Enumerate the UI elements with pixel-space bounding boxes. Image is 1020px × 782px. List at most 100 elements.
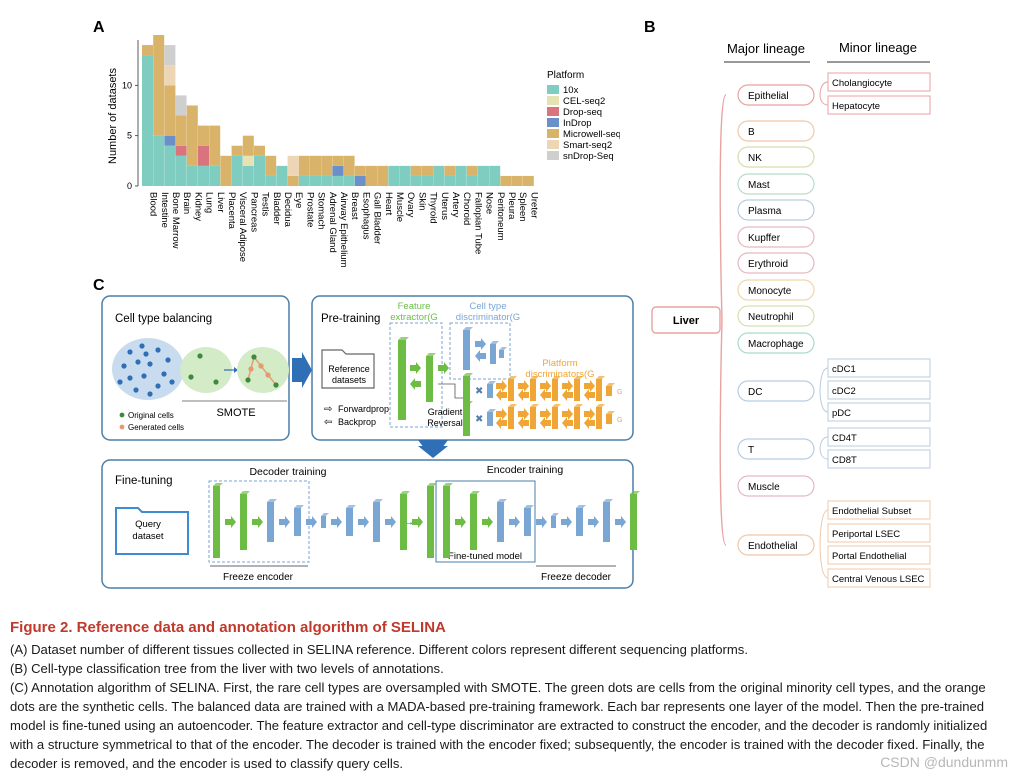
caption-title: Figure 2. Reference data and annotation …	[10, 619, 446, 636]
model-layer	[576, 508, 583, 536]
major-label: Plasma	[748, 206, 782, 217]
forwardprop-label: Forwardprop	[338, 404, 389, 414]
model-layer-top	[630, 491, 640, 494]
forward-arrow	[358, 516, 369, 528]
model-layer	[373, 502, 380, 542]
liver-cell-type-tree: B Major lineage Minor lineage LiverEpith…	[644, 19, 931, 588]
minor-node	[827, 523, 931, 543]
bar-segment	[500, 175, 512, 186]
legend-original-dot	[119, 412, 125, 418]
bar-segment	[455, 165, 467, 186]
bar-segment	[265, 175, 277, 186]
minor-node	[827, 380, 931, 400]
gradient-reversal-label-1: Gradient	[428, 407, 463, 417]
forward-arrow	[562, 380, 573, 392]
bar-segment	[444, 165, 456, 176]
majority-cell	[139, 343, 145, 349]
bar-segment	[276, 165, 288, 186]
bar-segment	[287, 175, 299, 186]
legend-swatch	[547, 85, 559, 94]
finetuned-model-label: Fine-tuned model	[448, 551, 522, 562]
model-layer	[321, 516, 326, 528]
minor-node	[827, 72, 931, 92]
major-node	[737, 252, 815, 274]
platform-disc-label: Platform	[542, 358, 577, 369]
platform-output-top	[606, 383, 615, 386]
majority-cell	[161, 371, 167, 377]
stage-arrow-icon: →	[404, 516, 415, 528]
major-label: Mast	[748, 180, 770, 191]
celltype-output-top	[499, 347, 507, 350]
forward-arrow	[475, 338, 486, 350]
forward-arrow-icon: ⇨	[324, 404, 332, 415]
bar-segment	[175, 115, 187, 146]
major-node	[737, 305, 815, 327]
x-tick-label: Airway Epithelium	[338, 192, 349, 268]
finetuning-title: Fine-tuning	[115, 475, 173, 487]
bar-segment	[466, 165, 478, 176]
minor-node	[827, 545, 931, 565]
bar-segment	[220, 155, 232, 186]
minor-bracket	[819, 436, 829, 460]
platform-layer	[596, 407, 602, 429]
celltype-layer	[490, 344, 496, 364]
x-tick-label: Fallopian Tube	[472, 192, 483, 254]
celltype-output	[499, 350, 504, 358]
panel-a-label: A	[93, 19, 105, 36]
backward-arrow	[540, 417, 551, 429]
platform-input-layer	[463, 376, 470, 408]
model-layer	[213, 486, 220, 558]
forward-arrow	[412, 516, 423, 528]
bar-segment	[164, 65, 176, 86]
x-tick-label: Thyroid	[428, 192, 439, 224]
forward-arrow	[536, 516, 547, 528]
bar-segment	[332, 155, 344, 166]
bar-segment	[153, 35, 165, 136]
bar-segment	[198, 145, 209, 166]
bar-segment	[422, 165, 433, 176]
root-node	[651, 306, 721, 334]
x-tick-label: Artery	[450, 192, 461, 218]
figure-caption: Figure 2. Reference data and annotation …	[10, 618, 1010, 773]
x-tick-label: Ureter	[528, 192, 539, 218]
minor-lineage-header: Minor lineage	[839, 40, 917, 55]
bar-segment	[489, 165, 501, 186]
model-layer	[427, 486, 434, 558]
blue-cells	[117, 343, 175, 397]
forward-arrow	[540, 408, 551, 420]
major-node	[737, 438, 815, 460]
bar-segment	[298, 175, 310, 186]
forward-arrow	[306, 516, 317, 528]
forward-arrow	[496, 408, 507, 420]
y-axis-label: Number of datasets	[107, 68, 119, 164]
backward-arrow	[584, 389, 595, 401]
cell-type-disc-frame	[449, 322, 511, 380]
bar-segment	[422, 175, 433, 186]
generated-cell	[265, 372, 271, 378]
model-layer-top	[576, 505, 586, 508]
folder-icon	[321, 349, 375, 389]
forward-arrow	[482, 516, 493, 528]
root-label: Liver	[673, 315, 700, 327]
backward-arrow	[496, 417, 507, 429]
bar-segment	[209, 125, 221, 166]
bar-segment	[343, 155, 355, 176]
balancing-title: Cell type balancing	[115, 313, 212, 325]
minor-label: Cholangiocyte	[832, 78, 892, 89]
x-tick-label: Intestine	[159, 192, 170, 228]
backward-arrow	[475, 350, 486, 362]
original-cell	[251, 354, 257, 360]
cell-type-disc-label: Cell type	[470, 301, 507, 312]
platform-layer	[552, 407, 558, 429]
bar-segment	[298, 155, 310, 176]
root-bracket	[719, 94, 727, 546]
minor-label: cDC1	[832, 364, 856, 375]
algorithm-diagram: C Cell type balancing SMOTE Original cel…	[93, 277, 640, 589]
forward-arrow	[561, 516, 572, 528]
model-layer	[551, 516, 556, 528]
model-layer-top	[470, 491, 480, 494]
query-dataset-label-1: Query	[135, 519, 161, 530]
extractor-layer	[398, 340, 406, 420]
model-layer-top	[267, 499, 277, 502]
